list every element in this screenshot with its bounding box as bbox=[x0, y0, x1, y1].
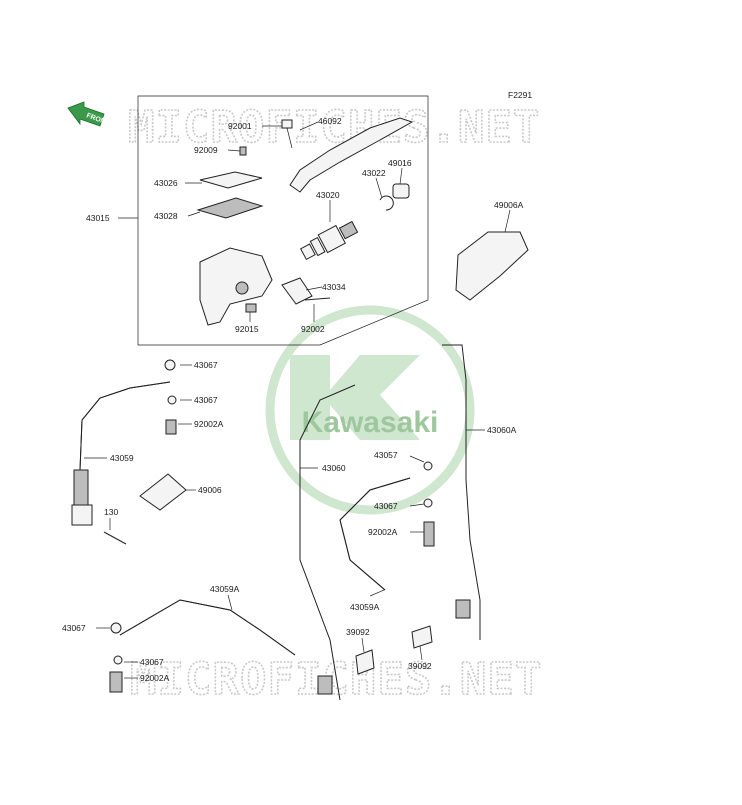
label-92002A-c: 92002A bbox=[140, 673, 170, 683]
label-92002A-b: 92002A bbox=[368, 527, 398, 537]
label-92009: 92009 bbox=[194, 145, 218, 155]
label-92002A-a: 92002A bbox=[194, 419, 224, 429]
part-labels: 92001 46092 92009 43026 49016 43022 4302… bbox=[62, 116, 524, 683]
label-43022: 43022 bbox=[362, 168, 386, 178]
label-43028: 43028 bbox=[154, 211, 178, 221]
label-39092-a: 39092 bbox=[346, 627, 370, 637]
watermark-bottom: MICROFICHES.NET bbox=[130, 654, 542, 705]
label-43067-c: 43067 bbox=[374, 501, 398, 511]
label-43067-a: 43067 bbox=[194, 360, 218, 370]
label-43034: 43034 bbox=[322, 282, 346, 292]
label-43067-d: 43067 bbox=[62, 623, 86, 633]
label-43059A-a: 43059A bbox=[350, 602, 380, 612]
label-43060: 43060 bbox=[322, 463, 346, 473]
label-49016: 49016 bbox=[388, 158, 412, 168]
label-43015: 43015 bbox=[86, 213, 110, 223]
front-arrow-icon: FRONT bbox=[67, 101, 111, 127]
leader-lines bbox=[84, 121, 511, 679]
label-43020: 43020 bbox=[316, 190, 340, 200]
label-43060A: 43060A bbox=[487, 425, 517, 435]
figure-code: F2291 bbox=[508, 90, 532, 100]
master-cylinder-parts bbox=[196, 117, 414, 326]
label-43059A-b: 43059A bbox=[210, 584, 240, 594]
clamp-39092-left bbox=[355, 649, 375, 675]
watermark-top: MICROFICHES.NET bbox=[128, 102, 540, 153]
label-92002: 92002 bbox=[301, 324, 325, 334]
label-39092-b: 39092 bbox=[408, 661, 432, 671]
label-49006A: 49006A bbox=[494, 200, 524, 210]
clamp-39092-right bbox=[411, 625, 433, 649]
reservoir-cap-49006A bbox=[455, 231, 529, 301]
hose-43059A-bottom bbox=[119, 599, 296, 656]
label-43067-e: 43067 bbox=[140, 657, 164, 667]
label-43059: 43059 bbox=[110, 453, 134, 463]
label-130: 130 bbox=[104, 507, 118, 517]
label-43067-b: 43067 bbox=[194, 395, 218, 405]
hose-43060 bbox=[299, 384, 356, 701]
hose-43060A bbox=[442, 344, 481, 640]
label-92015: 92015 bbox=[235, 324, 259, 334]
label-43057: 43057 bbox=[374, 450, 398, 460]
assembly-box bbox=[137, 95, 429, 346]
hose-43059 bbox=[71, 359, 187, 545]
label-92001: 92001 bbox=[228, 121, 252, 131]
label-43026: 43026 bbox=[154, 178, 178, 188]
logo-text: Kawasaki bbox=[302, 406, 439, 439]
kawasaki-logo: Kawasaki bbox=[265, 305, 475, 515]
label-46092: 46092 bbox=[318, 116, 342, 126]
label-49006: 49006 bbox=[198, 485, 222, 495]
